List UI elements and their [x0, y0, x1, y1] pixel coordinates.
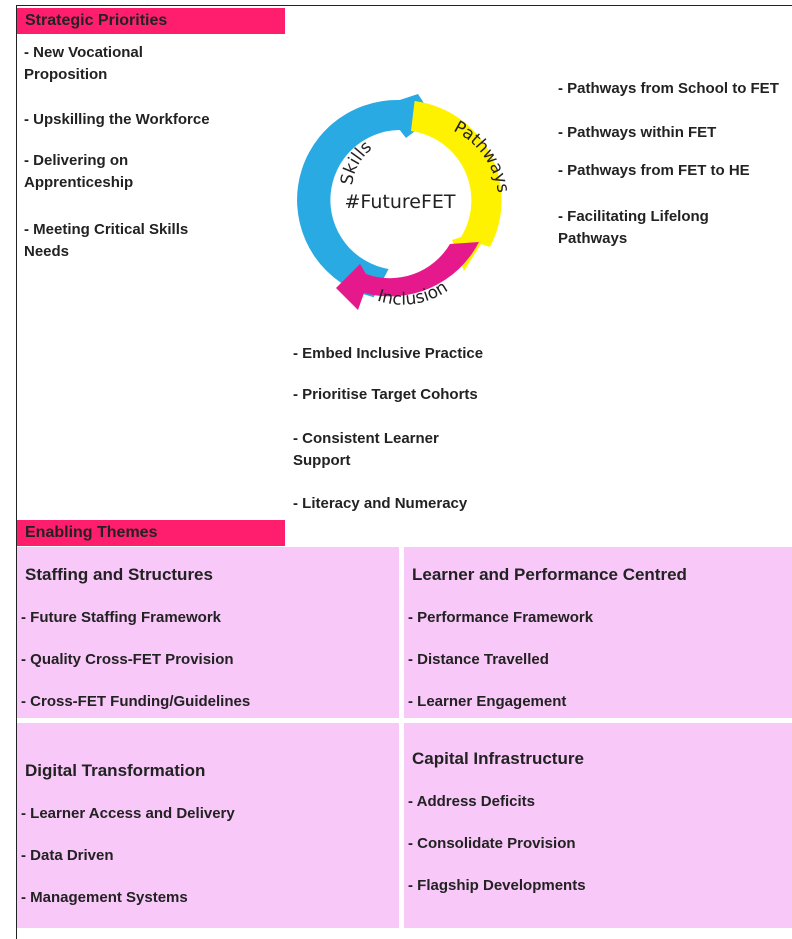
inclusion-item: - Prioritise Target Cohorts: [293, 386, 478, 403]
strategic-priorities-header: Strategic Priorities: [17, 8, 285, 34]
theme-item: - Learner Engagement: [408, 693, 567, 710]
theme-box-digital: Digital Transformation - Learner Access …: [17, 723, 399, 928]
theme-title: Learner and Performance Centred: [412, 565, 687, 584]
theme-item: - Distance Travelled: [408, 651, 549, 668]
future-fet-cycle-diagram: Skills Pathways Inclusion #FutureFET: [297, 94, 513, 310]
enabling-themes-title: Enabling Themes: [25, 524, 158, 541]
theme-title: Capital Infrastructure: [412, 749, 584, 768]
theme-box-capital: Capital Infrastructure - Address Deficit…: [404, 723, 792, 928]
theme-item: - Future Staffing Framework: [21, 609, 222, 626]
skills-item: - New Vocational Proposition: [24, 44, 143, 83]
theme-box-learner-performance: Learner and Performance Centred - Perfor…: [404, 547, 792, 718]
pathways-item: - Pathways from FET to HE: [558, 162, 750, 179]
inclusion-item: - Embed Inclusive Practice: [293, 345, 484, 362]
pathways-arc: [411, 101, 502, 271]
theme-item: - Learner Access and Delivery: [21, 805, 235, 822]
inclusion-item: - Consistent Learner Support: [293, 430, 439, 469]
skills-item: - Upskilling the Workforce: [24, 111, 210, 128]
theme-item: - Performance Framework: [408, 609, 594, 626]
skills-arc: [297, 94, 433, 298]
skills-item: - Meeting Critical Skills Needs: [24, 221, 189, 260]
pathways-item: - Pathways from School to FET: [558, 80, 779, 97]
theme-item: - Cross-FET Funding/Guidelines: [21, 693, 251, 710]
pathways-item: - Pathways within FET: [558, 124, 717, 141]
inclusion-item: - Literacy and Numeracy: [293, 495, 468, 512]
frame-left-border: [16, 5, 17, 939]
frame-top-border: [16, 5, 792, 6]
theme-item: - Address Deficits: [408, 793, 535, 810]
pathways-item: - Facilitating Lifelong Pathways: [558, 208, 709, 247]
theme-title: Digital Transformation: [25, 761, 206, 780]
cycle-center-label: #FutureFET: [345, 191, 456, 213]
theme-item: - Flagship Developments: [408, 877, 586, 894]
theme-item: - Management Systems: [21, 889, 188, 906]
theme-item: - Consolidate Provision: [408, 835, 576, 852]
theme-item: - Data Driven: [21, 847, 114, 864]
skills-item: - Delivering on Apprenticeship: [24, 152, 134, 191]
enabling-themes-header: Enabling Themes: [17, 520, 285, 546]
theme-item: - Quality Cross-FET Provision: [21, 651, 234, 668]
theme-box-staffing: Staffing and Structures - Future Staffin…: [17, 547, 399, 718]
theme-title: Staffing and Structures: [25, 565, 213, 584]
inclusion-arc: [336, 242, 479, 310]
strategic-priorities-title: Strategic Priorities: [25, 12, 168, 29]
